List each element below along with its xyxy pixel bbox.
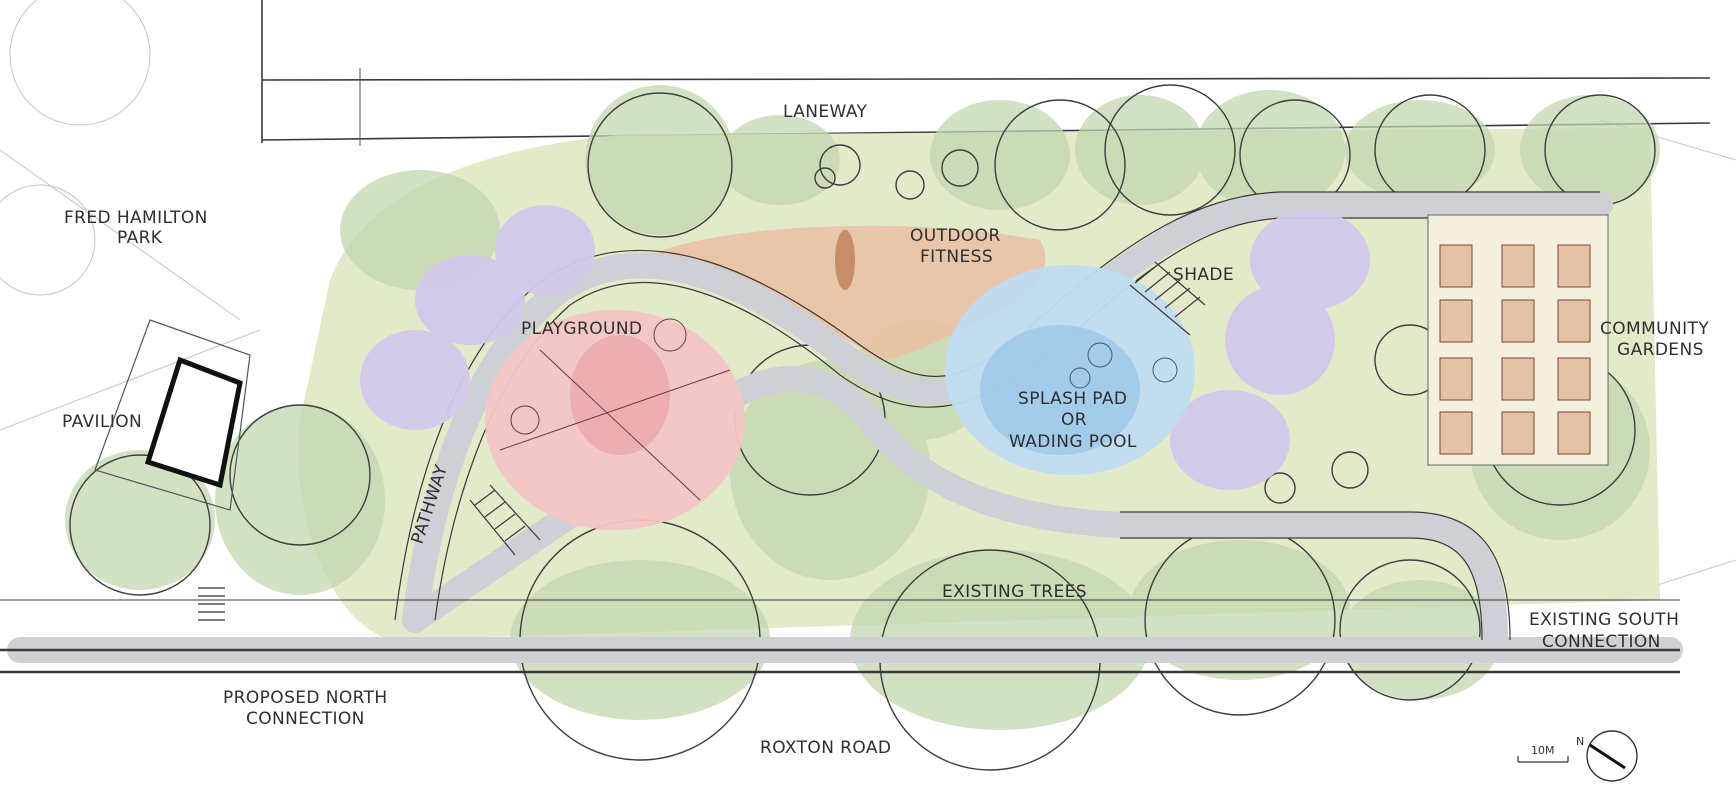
scale-bar: 10M [1517, 744, 1569, 763]
label-proposed-north-1: PROPOSED NORTH [223, 688, 388, 708]
label-existing-south-2: CONNECTION [1542, 632, 1661, 652]
north-arrow: N [1576, 730, 1638, 782]
label-laneway: LANEWAY [783, 102, 868, 122]
tree-canopy-north [340, 85, 1660, 290]
playground-feature [570, 335, 670, 455]
playground-equipment-lines [499, 318, 731, 501]
label-outdoor-fitness-2: FITNESS [920, 247, 993, 267]
label-splash-1: SPLASH PAD [1018, 389, 1127, 409]
label-roxton-road: ROXTON ROAD [760, 738, 891, 758]
label-community-1: COMMUNITY [1600, 319, 1709, 339]
splash-pad-features [1069, 342, 1178, 389]
label-fred-hamilton-2: PARK [117, 228, 163, 248]
north-connection-steps [198, 587, 225, 621]
label-splash-3: WADING POOL [1009, 432, 1137, 452]
label-playground: PLAYGROUND [521, 319, 642, 339]
label-existing-trees: EXISTING TREES [942, 582, 1087, 602]
playground-steps [469, 484, 541, 556]
label-community-2: GARDENS [1617, 340, 1704, 360]
label-pavilion: PAVILION [62, 412, 142, 432]
pavilion [94, 319, 251, 511]
label-shade: SHADE [1173, 265, 1234, 285]
north-arrow-label: N [1576, 735, 1584, 748]
label-fred-hamilton-1: FRED HAMILTON [64, 208, 208, 228]
shade-structure [1129, 261, 1206, 336]
shade-tree-groves [360, 205, 1370, 490]
fitness-equipment [835, 230, 855, 290]
label-splash-2: OR [1061, 410, 1087, 430]
scale-bar-label: 10M [1531, 744, 1555, 757]
label-outdoor-fitness-1: OUTDOOR [910, 226, 1001, 246]
garden-plots [1439, 244, 1591, 455]
label-existing-south-1: EXISTING SOUTH [1529, 610, 1679, 630]
outdoor-fitness-area [650, 225, 1046, 360]
splash-pad-feature [980, 325, 1140, 455]
label-proposed-north-2: CONNECTION [246, 709, 365, 729]
